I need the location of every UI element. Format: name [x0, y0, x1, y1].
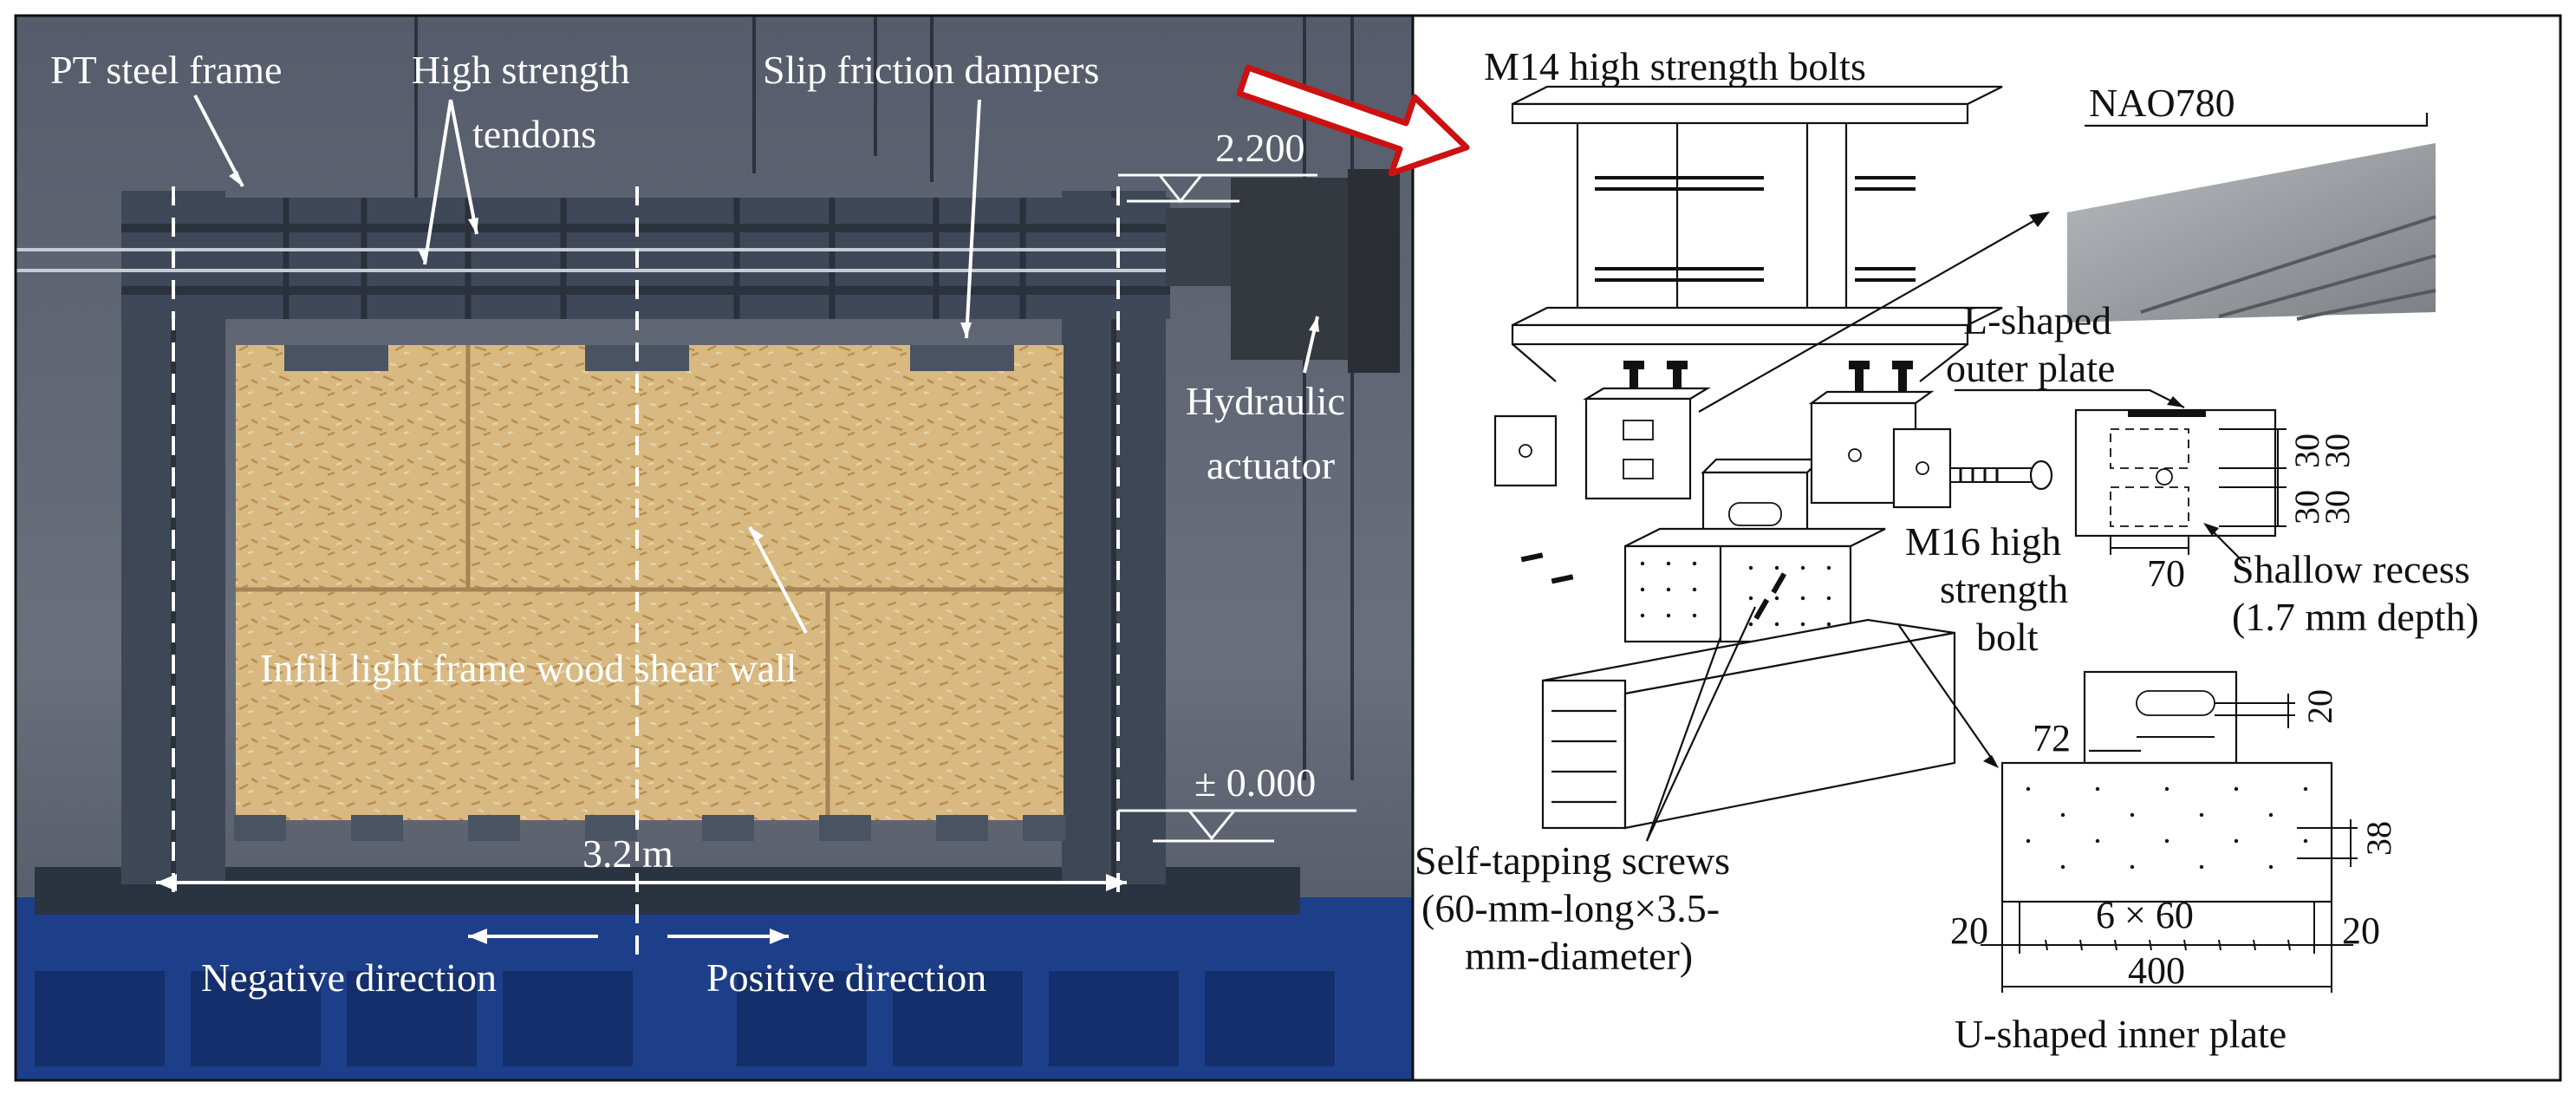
top-box: [1511, 85, 2003, 382]
osb-wall: [236, 345, 1064, 820]
beam-stiffeners: [283, 198, 1026, 319]
direction-arrows: Negative direction Positive direction: [201, 929, 986, 1000]
tendons: [16, 248, 1170, 272]
dim-38: 38: [2359, 821, 2398, 856]
label-dampers: Slip friction dampers: [763, 48, 1099, 92]
label-actuator-2: actuator: [1207, 443, 1335, 487]
label-elev-top: 2.200: [1215, 126, 1305, 170]
outer-border: [14, 14, 2562, 1082]
left-l-plate: [1493, 387, 1711, 500]
label-shallow-2: (1.7 mm depth): [2232, 595, 2479, 639]
label-ushaped: U-shaped inner plate: [1955, 1012, 2287, 1056]
nao780-plate: NAO780: [2067, 81, 2436, 323]
label-span: 3.2 m: [582, 831, 673, 876]
label-neg-dir: Negative direction: [201, 955, 497, 1000]
photo-panel: PT steel frame High strength tendons Sli…: [16, 16, 1413, 1080]
dim-20-top: 20: [2300, 689, 2339, 724]
label-m16-3: bolt: [1976, 615, 2039, 659]
dim-72: 72: [2033, 717, 2071, 759]
bottom-dampers: [234, 815, 1066, 841]
label-lshaped-2: outer plate: [1946, 346, 2115, 390]
dim-30c: 30: [2287, 490, 2326, 525]
label-nao: NAO780: [2089, 81, 2235, 125]
dim-20-right: 20: [2342, 909, 2380, 952]
dim-30b: 30: [2318, 433, 2357, 468]
label-m16-1: M16 high: [1905, 519, 2061, 564]
dim-30a: 30: [2287, 433, 2326, 468]
label-m16-2: strength: [1940, 567, 2068, 611]
elevation-top: 2.200: [1118, 126, 1317, 204]
u-plate-elevation: 20 72 38: [1950, 670, 2398, 993]
label-pt-frame: PT steel frame: [50, 48, 282, 92]
dim-70: 70: [2147, 552, 2185, 595]
label-tendons-1: High strength: [412, 48, 630, 92]
right-l-plate: [1808, 390, 2053, 509]
label-tendons-2: tendons: [472, 112, 596, 156]
base-cells: [35, 971, 1335, 1066]
label-elev-bottom: ± 0.000: [1194, 760, 1316, 805]
label-shallow-1: Shallow recess: [2232, 547, 2470, 591]
top-beam: [121, 198, 1170, 319]
label-screws-2: (60-mm-long×3.5-: [1421, 886, 1720, 930]
label-wall: Infill light frame wood shear wall: [260, 646, 797, 690]
callout-arrow: [1236, 64, 1470, 177]
u-plate-3d: [1520, 527, 1886, 643]
label-actuator-1: Hydraulic: [1186, 379, 1345, 423]
hanging-chains: [414, 16, 1354, 780]
detail-panel: M14 high strength bolts NAO780: [1415, 44, 2479, 1056]
label-screws-1: Self-tapping screws: [1415, 838, 1730, 883]
label-screws-3: mm-diameter): [1465, 934, 1693, 978]
elevation-bottom: ± 0.000: [1118, 760, 1356, 843]
m14-bolts: [1623, 361, 1913, 399]
dim-400: 400: [2128, 949, 2185, 992]
dim-20-left: 20: [1950, 909, 1988, 952]
lumber-beam: [1541, 618, 1956, 830]
dim-6x60: 6 × 60: [2096, 894, 2194, 936]
recess-detail: 30 30 30 30 70: [2074, 408, 2357, 595]
span-dimension: 3.2 m: [156, 831, 1127, 891]
label-lshaped-1: L-shaped: [1963, 298, 2111, 342]
dashed-lines: [172, 186, 1120, 967]
hydraulic-actuator: [1166, 169, 1400, 373]
dim-30d: 30: [2318, 490, 2357, 525]
label-m14: M14 high strength bolts: [1484, 44, 1866, 88]
label-pos-dir: Positive direction: [706, 955, 986, 1000]
